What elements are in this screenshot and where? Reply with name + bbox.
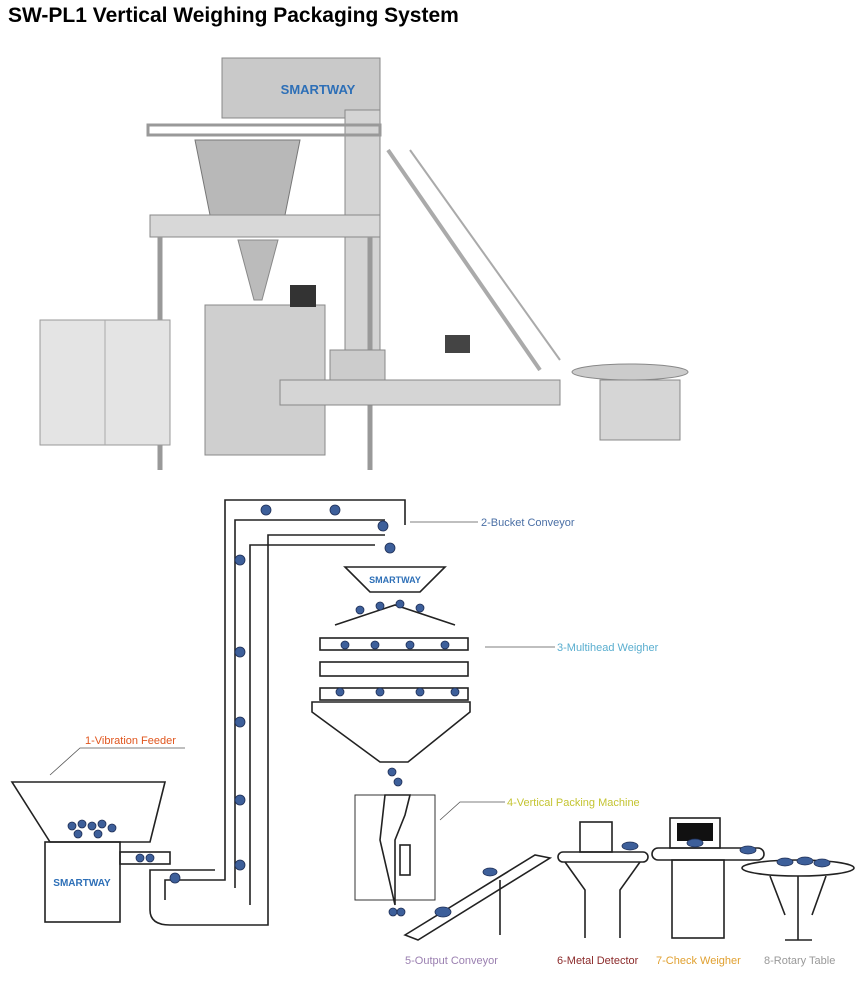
label-bucket-conveyor: 2-Bucket Conveyor xyxy=(481,517,575,529)
label-vibration-feeder: 1-Vibration Feeder xyxy=(85,735,176,747)
vertical-packing-machine xyxy=(354,794,436,917)
output-conveyor xyxy=(403,854,553,941)
vibration-feeder: SMARTWAY xyxy=(10,781,171,923)
metal-detector xyxy=(557,821,649,938)
page-title: SW-PL1 Vertical Weighing Packaging Syste… xyxy=(8,4,459,27)
check-weigher xyxy=(651,817,765,939)
rotary-table xyxy=(741,856,855,941)
label-output-conveyor: 5-Output Conveyor xyxy=(405,955,498,967)
svg-text:SMARTWAY: SMARTWAY xyxy=(369,575,421,585)
label-multihead-weigher: 3-Multihead Weigher xyxy=(557,642,659,654)
bucket-conveyor xyxy=(149,499,406,926)
label-check-weigher: 7-Check Weigher xyxy=(656,955,741,967)
svg-text:SMARTWAY: SMARTWAY xyxy=(281,82,356,97)
label-metal-detector: 6-Metal Detector xyxy=(557,955,639,967)
svg-text:SMARTWAY: SMARTWAY xyxy=(53,878,111,889)
multihead-weigher: SMARTWAY xyxy=(311,566,471,787)
label-vertical-packing-machine: 4-Vertical Packing Machine xyxy=(507,797,640,809)
machine-photo: SMARTWAY xyxy=(39,57,689,470)
label-rotary-table: 8-Rotary Table xyxy=(764,955,835,967)
